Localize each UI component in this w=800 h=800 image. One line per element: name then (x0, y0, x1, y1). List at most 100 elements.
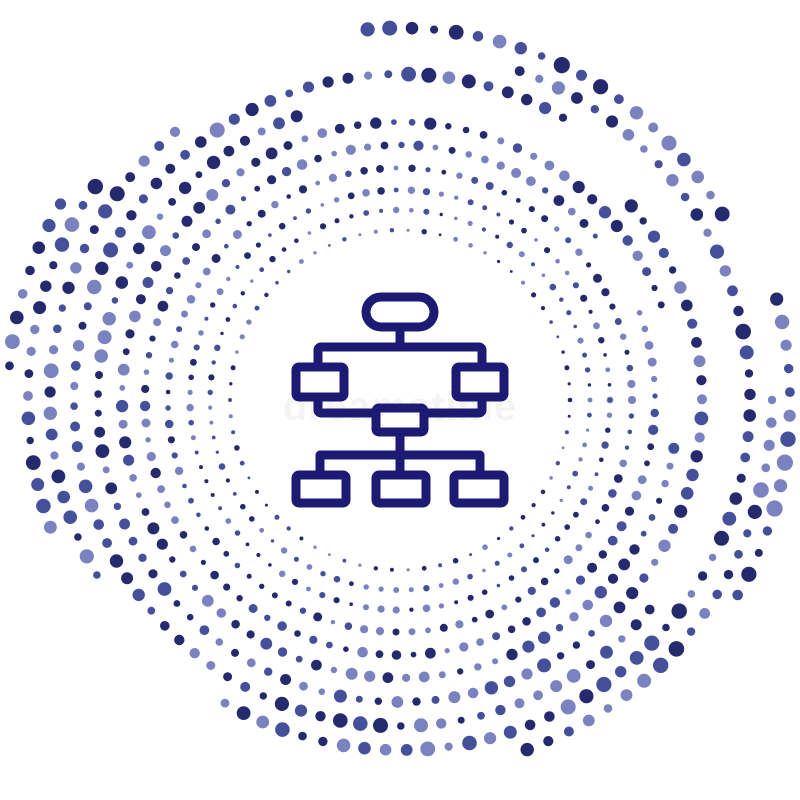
ring-dot (444, 742, 453, 751)
ring-dot (375, 650, 384, 659)
ring-dot (135, 294, 146, 305)
ring-dot (509, 526, 514, 531)
ring-dot (232, 492, 237, 496)
ring-dot (509, 270, 513, 273)
ring-dot (636, 310, 643, 316)
ring-dot (482, 205, 488, 211)
ring-dot (524, 719, 536, 731)
ring-dot (507, 552, 513, 558)
ring-dot (448, 146, 456, 154)
ring-dot (541, 522, 546, 527)
ring-dot (257, 209, 266, 218)
ring-dot (605, 115, 619, 128)
ring-dot (115, 399, 129, 413)
ring-dot (190, 435, 196, 441)
ring-dot (534, 238, 538, 242)
ring-dot (484, 732, 497, 745)
ring-dot (306, 586, 311, 592)
ring-dot (739, 345, 754, 360)
ring-dot (143, 369, 150, 375)
ring-dot (94, 426, 106, 438)
ring-dot (391, 119, 397, 125)
ring-dot (322, 76, 334, 88)
ring-dot (165, 286, 174, 295)
ring-dot (708, 553, 717, 562)
ring-dot (438, 563, 443, 568)
ring-dot (125, 172, 136, 183)
ring-dot (596, 676, 612, 693)
ring-dot (164, 501, 171, 509)
ring-dot (363, 210, 370, 216)
ring-dot (259, 527, 265, 533)
ring-dot (530, 262, 536, 267)
ring-dot (686, 627, 696, 636)
ring-dot (674, 504, 688, 518)
ring-dot (627, 379, 636, 389)
ring-dot (275, 722, 290, 737)
ring-dot (706, 190, 715, 200)
ring-dot (767, 395, 777, 405)
ring-dot (467, 199, 474, 206)
ring-dot (95, 444, 110, 458)
ring-dot (389, 228, 395, 233)
ring-dot (179, 531, 188, 539)
ring-dot (375, 627, 385, 636)
ring-dot (732, 589, 743, 601)
ring-dot (501, 189, 508, 196)
ring-dot (214, 344, 221, 351)
ring-dot (286, 194, 292, 199)
ring-dot (405, 21, 419, 35)
ring-dot (204, 479, 209, 484)
ring-dot (766, 417, 777, 429)
ring-dot (666, 462, 674, 470)
ring-dot (165, 163, 176, 174)
ring-dot (632, 250, 643, 261)
ring-dot (598, 337, 605, 344)
ring-dot (255, 242, 261, 248)
ring-dot (331, 150, 338, 157)
ring-dot (347, 192, 355, 200)
ring-dot (311, 659, 322, 671)
ring-dot (554, 226, 560, 232)
ring-dot (280, 547, 288, 554)
ring-dot (380, 141, 389, 150)
ring-dot (169, 556, 176, 563)
ring-dot (431, 695, 440, 704)
ring-dot (640, 530, 647, 537)
ring-dot (294, 704, 308, 717)
ring-dot (5, 361, 14, 371)
ring-dot (208, 405, 213, 410)
ring-dot (567, 414, 571, 418)
ring-dot (495, 234, 500, 239)
ring-dot (572, 282, 580, 289)
ring-dot (445, 123, 452, 130)
ring-dot (409, 208, 414, 213)
ring-dot (747, 504, 762, 519)
ring-dot (408, 118, 416, 126)
ring-dot (220, 331, 224, 336)
ring-dot (467, 220, 473, 226)
ring-dot (187, 389, 193, 395)
ring-dot (132, 588, 145, 602)
ring-dot (658, 539, 671, 552)
ring-dot (773, 479, 788, 493)
ring-dot (109, 554, 124, 568)
ring-dot (438, 191, 444, 197)
ring-dot (606, 412, 613, 418)
ring-dot (402, 673, 411, 683)
ring-dot (648, 424, 659, 435)
ring-dot (533, 557, 539, 564)
ring-dot (697, 394, 707, 405)
ring-dot (195, 282, 202, 289)
ring-dot (240, 291, 245, 296)
ring-dot (423, 208, 430, 215)
ring-dot (687, 318, 698, 329)
ring-dot (409, 607, 414, 612)
ring-dot (587, 194, 598, 205)
ring-dot (259, 692, 267, 700)
ring-dot (218, 506, 223, 511)
ring-dot (575, 575, 586, 585)
ring-dot (544, 547, 550, 553)
ring-dot (70, 381, 79, 391)
process-node-middle (371, 403, 429, 437)
